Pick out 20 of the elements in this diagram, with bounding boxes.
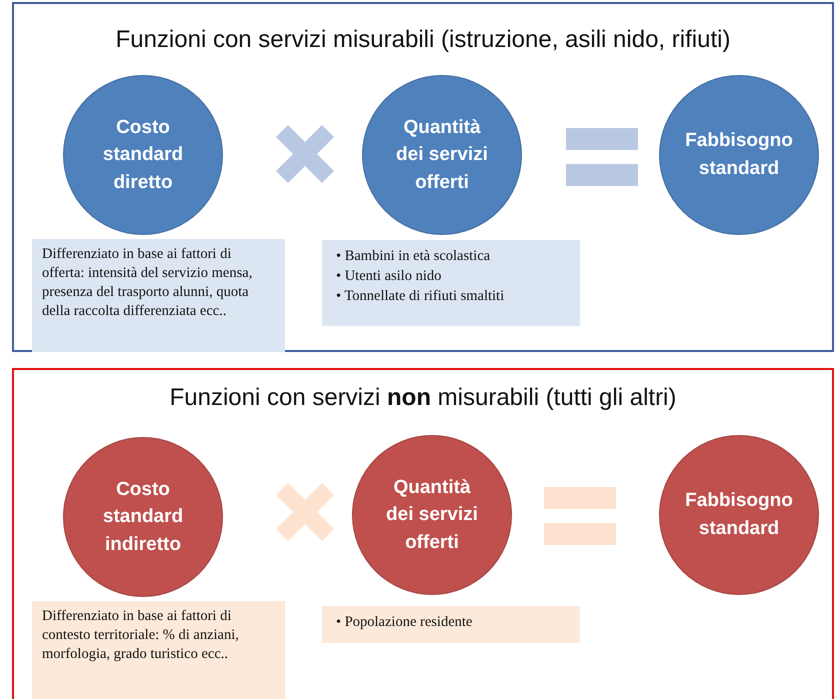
circle-label: Costo standard indiretto (102, 478, 184, 557)
list-item: • Tonnellate di rifiuti smaltiti (335, 286, 506, 306)
circle-label: Quantità dei servizi offerti (395, 116, 489, 195)
panel-title: Funzioni con servizi misurabili (istruzione, asili nido, rifiuti) (114, 26, 732, 54)
circle-label: Fabbisogno standard (684, 129, 794, 181)
panel-title: Funzioni con servizi non misurabili (tutti gli altri) (168, 384, 678, 412)
note-box (32, 601, 285, 699)
list-item: • Popolazione residente (335, 613, 474, 632)
circle-label: Fabbisogno standard (684, 489, 794, 541)
note-box (322, 606, 580, 643)
note-text: Differenziato in base ai fattori di offerta: intensità del servizio mensa, presenza del trasporto alunni, quota della raccolta differenziata ecc.. (42, 245, 254, 320)
circle-label: Costo standard diretto (102, 116, 184, 195)
note-text: Differenziato in base ai fattori di contesto territoriale: % di anziani, morfologia, grado turistico ecc.. (42, 607, 240, 664)
panel-frame (12, 2, 834, 352)
list-item: • Bambini in età scolastica (335, 247, 492, 266)
list-item: • Utenti asilo nido (335, 266, 442, 286)
note-box (32, 239, 285, 352)
circle-label: Quantità dei servizi offerti (385, 476, 479, 555)
panel-frame (12, 368, 834, 699)
note-box (322, 240, 580, 326)
